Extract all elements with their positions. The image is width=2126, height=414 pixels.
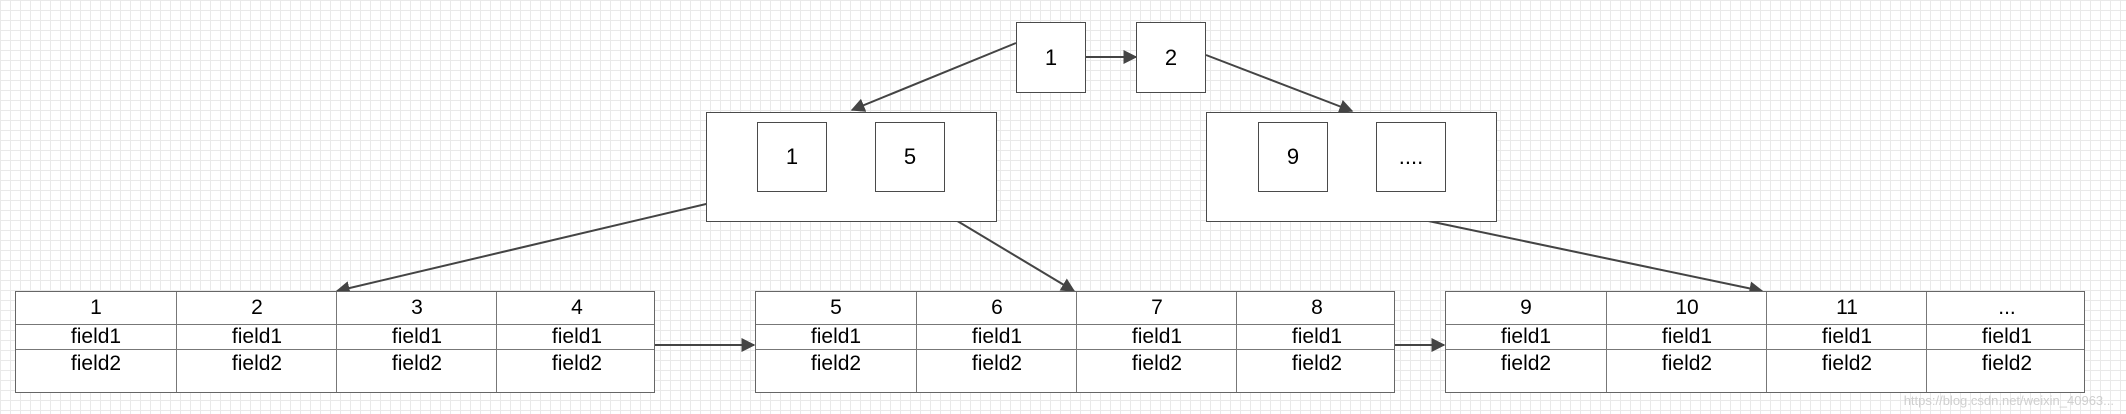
leaf-field1: field1 (551, 324, 603, 348)
root-key-box: 2 (1136, 22, 1206, 93)
leaf-field1: field1 (1981, 324, 2033, 348)
leaf-field2: field2 (1131, 352, 1183, 375)
leaf-divider (16, 324, 654, 325)
leaf-node-1: 1 field1 field2 2 field1 field2 3 field1… (15, 291, 655, 393)
leaf-field1: field1 (1821, 324, 1873, 348)
leaf-field2: field2 (1981, 352, 2033, 375)
internal-a-key-box: 1 (757, 122, 827, 192)
internal-b-key-2: .... (1398, 144, 1424, 169)
internal-b-key-box: 9 (1258, 122, 1328, 192)
leaf-field1: field1 (1291, 324, 1343, 348)
root-key1-child-arrow (850, 42, 1017, 112)
leaf-field2: field2 (231, 352, 283, 375)
leaf-column: 3 field1 field2 (336, 292, 497, 392)
leaf-field1: field1 (1661, 324, 1713, 348)
leaf-column: 5 field1 field2 (756, 292, 916, 392)
leaf-field1: field1 (231, 324, 283, 348)
leaf-key: 1 (90, 296, 102, 319)
leaf-field2: field2 (391, 352, 443, 375)
leaf-key: 4 (571, 296, 583, 319)
leaf-key: 2 (251, 296, 263, 319)
internal-a-key-2: 5 (903, 144, 917, 169)
root-key-2: 2 (1164, 44, 1178, 70)
leaf-column: 8 field1 field2 (1236, 292, 1397, 392)
leaf-field2: field2 (551, 352, 603, 375)
internal-a-key-1: 1 (785, 144, 799, 169)
leaf-key: 7 (1151, 296, 1163, 319)
leaf-node-3: 9 field1 field2 10 field1 field2 11 fiel… (1445, 291, 2085, 393)
leaf-key: 10 (1675, 296, 1699, 319)
leaf-field1: field1 (810, 324, 862, 348)
leaf-field2: field2 (1821, 352, 1873, 375)
leaf-key: 3 (411, 296, 423, 319)
leaf-divider (756, 349, 1394, 350)
leaf-column: 10 field1 field2 (1606, 292, 1767, 392)
leaf-field1: field1 (391, 324, 443, 348)
leaf-divider (1446, 349, 2084, 350)
leaf-divider (1446, 324, 2084, 325)
leaf-column: 1 field1 field2 (16, 292, 176, 392)
leaf-column: ... field1 field2 (1926, 292, 2087, 392)
root-key-box: 1 (1016, 22, 1086, 93)
leaf-field2: field2 (70, 352, 122, 375)
internal-node-b (1206, 112, 1497, 222)
leaf-key: 5 (830, 296, 842, 319)
root-key-1: 1 (1044, 44, 1058, 70)
watermark: https://blog.csdn.net/weixin_40963... (1903, 393, 2114, 408)
leaf-key: 11 (1836, 296, 1858, 319)
leaf-node-2: 5 field1 field2 6 field1 field2 7 field1… (755, 291, 1395, 393)
internal-b-key-box: .... (1376, 122, 1446, 192)
leaf-column: 4 field1 field2 (496, 292, 657, 392)
leaf-field2: field2 (1291, 352, 1343, 375)
leaf-field1: field1 (1131, 324, 1183, 348)
internal-node-a (706, 112, 997, 222)
leaf-field2: field2 (1500, 352, 1552, 375)
leaf-column: 6 field1 field2 (916, 292, 1077, 392)
leaf-column: 7 field1 field2 (1076, 292, 1237, 392)
leaf-divider (16, 349, 654, 350)
internal-b-key-1: 9 (1286, 144, 1300, 169)
leaf-column: 9 field1 field2 (1446, 292, 1606, 392)
leaf-field1: field1 (971, 324, 1023, 348)
leaf-divider (756, 324, 1394, 325)
leaf-field2: field2 (810, 352, 862, 375)
leaf-key: 8 (1311, 296, 1323, 319)
node-a-key1-child-arrow (335, 191, 758, 295)
leaf-key: 6 (991, 296, 1003, 319)
leaf-column: 11 field1 field2 (1766, 292, 1927, 392)
leaf-field1: field1 (70, 324, 122, 348)
leaf-key: ... (1998, 296, 2016, 319)
internal-a-key-box: 5 (875, 122, 945, 192)
leaf-key: 9 (1520, 296, 1532, 319)
leaf-column: 2 field1 field2 (176, 292, 337, 392)
leaf-field2: field2 (971, 352, 1023, 375)
root-key2-child-arrow (1205, 54, 1354, 114)
leaf-field2: field2 (1661, 352, 1713, 375)
leaf-field1: field1 (1500, 324, 1552, 348)
